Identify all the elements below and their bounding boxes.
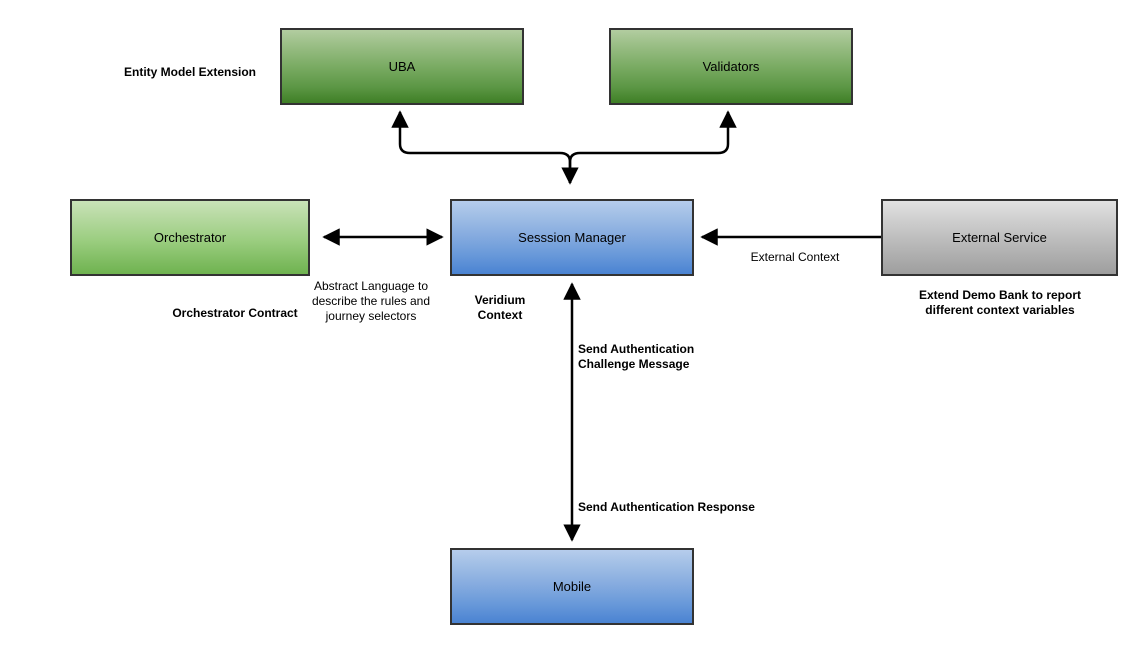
edge-session-manager-to-validators <box>568 110 737 183</box>
node-session-manager-label: Sesssion Manager <box>518 229 626 245</box>
label-send-auth-response: Send Authentication Response <box>578 500 755 514</box>
label-veridium-context: Veridium Context <box>474 293 526 322</box>
label-entity-model-extension: Entity Model Extension <box>123 65 256 79</box>
node-external-service-label: External Service <box>952 229 1047 245</box>
label-send-auth-challenge: Send Authentication Challenge Message <box>578 342 695 371</box>
label-external-context: External Context <box>750 250 840 264</box>
node-orchestrator-label: Orchestrator <box>153 229 227 245</box>
node-validators[interactable]: Validators <box>609 28 853 105</box>
node-mobile-label: Mobile <box>552 578 592 594</box>
node-mobile[interactable]: Mobile <box>450 548 694 625</box>
label-abstract-language: Abstract Language to describe the rules … <box>311 279 431 323</box>
label-orchestrator-contract: Orchestrator Contract <box>172 306 298 320</box>
node-validators-label: Validators <box>702 58 760 74</box>
node-uba[interactable]: UBA <box>280 28 524 105</box>
node-orchestrator[interactable]: Orchestrator <box>70 199 310 276</box>
node-external-service[interactable]: External Service <box>881 199 1118 276</box>
edge-session-manager-to-uba <box>391 110 579 185</box>
label-extend-demo-bank: Extend Demo Bank to report different con… <box>918 288 1082 317</box>
node-uba-label: UBA <box>388 58 416 74</box>
node-session-manager[interactable]: Sesssion Manager <box>450 199 694 276</box>
